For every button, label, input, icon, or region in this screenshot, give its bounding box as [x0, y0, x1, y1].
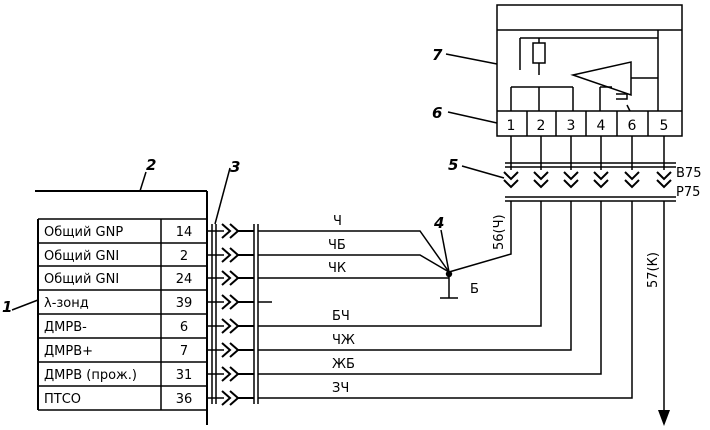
callout-2: 2 — [146, 156, 156, 174]
callout-numbers: 1 2 3 4 5 6 7 — [2, 46, 458, 316]
callout-7: 7 — [432, 46, 443, 64]
splice-dot — [445, 270, 453, 278]
sensor-pin-label: 5 — [660, 118, 669, 134]
wire-lines — [258, 201, 665, 412]
sensor-pin-numbers: 1 2 3 4 6 5 — [507, 118, 669, 134]
wire-labels: Ч ЧБ ЧК БЧ ЧЖ ЖБ ЗЧ — [328, 214, 355, 396]
wire-56-label: 56(Ч) — [492, 214, 507, 250]
sensor-pin-label: 6 — [628, 118, 637, 134]
ecu-block — [35, 190, 208, 425]
ecu-row-pin: 14 — [176, 225, 193, 240]
connector-chevrons — [221, 223, 254, 406]
sensor-body — [496, 4, 683, 137]
wire-label: БЧ — [332, 309, 350, 324]
ecu-row-name: λ-зонд — [44, 296, 89, 311]
wire-label: ЧК — [328, 261, 346, 276]
sensor-chevrons — [503, 171, 672, 189]
callout-5: 5 — [448, 156, 458, 174]
wire-57-label: 57(К) — [646, 252, 661, 288]
ecu-row-pin: 6 — [180, 320, 188, 335]
ecu-row-name: ДМРВ+ — [44, 344, 93, 359]
connector-code-bottom: Р75 — [676, 185, 700, 200]
ecu-row-name: ПТСО — [44, 392, 81, 407]
callout-3: 3 — [230, 158, 240, 176]
sensor-pin-label: 1 — [507, 118, 516, 134]
wire-label: ЖБ — [332, 357, 355, 372]
callout-6: 6 — [432, 104, 442, 122]
ecu-row-name: ДМРВ (прож.) — [44, 368, 137, 383]
ecu-row-pin: 2 — [180, 249, 188, 264]
wire-label: ЧЖ — [332, 333, 355, 348]
ecu-row-pin: 24 — [176, 272, 193, 287]
sensor-connector — [505, 136, 676, 202]
wire-label: Ч — [333, 214, 342, 229]
sensor-pin-label: 3 — [567, 118, 576, 134]
callout-leaders — [11, 53, 505, 311]
ecu-row-pin: 31 — [176, 368, 193, 383]
ecu-pin-table: Общий GNP 14 Общий GNI 2 Общий GNI 24 λ-… — [44, 225, 192, 407]
ecu-row-name: Общий GNI — [44, 272, 119, 287]
sensor-pin-label: 2 — [537, 118, 546, 134]
ecu-row-name: Общий GNI — [44, 249, 119, 264]
wire-label: ЗЧ — [332, 381, 349, 396]
output-arrow — [658, 410, 670, 426]
ecu-row-pin: 36 — [176, 392, 193, 407]
ecu-row-name: Общий GNP — [44, 225, 123, 240]
connector-code-top: В75 — [676, 166, 701, 181]
ecu-row-name: ДМРВ- — [44, 320, 87, 335]
ecu-row-pin: 39 — [176, 296, 193, 311]
sensor-pin-label: 4 — [597, 118, 606, 134]
ground-label: Б — [470, 282, 479, 297]
callout-1: 1 — [2, 298, 12, 316]
ecu-row-pin: 7 — [180, 344, 188, 359]
wire-label: ЧБ — [328, 238, 346, 253]
callout-4: 4 — [433, 214, 444, 232]
